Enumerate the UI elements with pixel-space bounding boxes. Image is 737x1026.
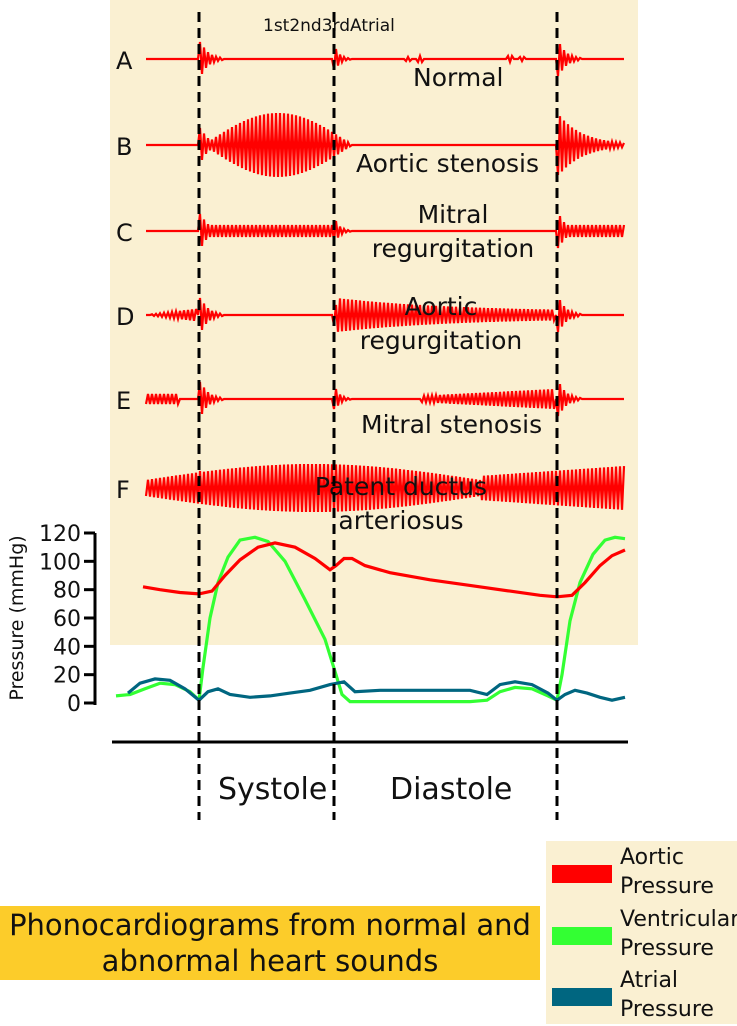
legend-label-atrial: Atrial Pressure <box>620 968 714 1022</box>
y-tick-label-0: 0 <box>67 692 81 717</box>
legend-item-atrial: Atrial Pressure <box>546 966 737 1026</box>
trace-waveform-d <box>146 297 624 333</box>
pressure-y-label: Pressure (mmHg) <box>6 535 28 700</box>
trace-letter-b: B <box>116 133 132 161</box>
trace-letter-a: A <box>116 47 133 75</box>
trace-b: B Aortic stenosis <box>116 112 626 178</box>
legend-label-aortic: Aortic Pressure <box>620 845 714 899</box>
trace-e: E Mitral stenosis <box>116 381 624 439</box>
trace-letter-e: E <box>116 387 131 415</box>
legend-label-ventricular: Ventricular Pressure <box>620 907 737 961</box>
trace-label-e: Mitral stenosis <box>361 410 542 439</box>
trace-label-b: Aortic stenosis <box>356 149 539 178</box>
legend-swatch-ventricular <box>552 927 612 945</box>
y-tick-label-100: 100 <box>39 550 81 575</box>
legend-item-ventricular: Ventricular Pressure <box>546 905 737 965</box>
caption-text: Phonocardiograms from normal and abnorma… <box>9 908 531 978</box>
y-tick-label-120: 120 <box>39 522 81 547</box>
y-tick-label-60: 60 <box>53 607 81 632</box>
heart-sound-header: 1st2nd3rdAtrial <box>263 16 395 36</box>
legend-item-aortic: Aortic Pressure <box>546 843 737 903</box>
trace-waveform-b <box>146 112 626 178</box>
legend: Aortic Pressure Ventricular Pressure Atr… <box>546 841 737 1024</box>
trace-letter-c: C <box>116 219 133 247</box>
y-tick-label-80: 80 <box>53 579 81 604</box>
trace-label-a: Normal <box>413 63 503 92</box>
diastole-label: Diastole <box>390 772 512 807</box>
trace-a: A Normal <box>116 41 624 92</box>
y-tick-label-40: 40 <box>53 635 81 660</box>
trace-letter-f: F <box>116 476 130 504</box>
legend-swatch-atrial <box>552 988 612 1006</box>
trace-waveform-e <box>144 381 624 417</box>
aortic-pressure-curve <box>142 541 626 599</box>
trace-waveform-c <box>146 213 626 249</box>
legend-swatch-aortic <box>552 865 612 883</box>
y-tick-label-20: 20 <box>53 664 81 689</box>
trace-waveform-f <box>144 463 626 513</box>
trace-letter-d: D <box>116 303 134 331</box>
systole-label: Systole <box>218 772 327 807</box>
caption: Phonocardiograms from normal and abnorma… <box>0 906 540 980</box>
trace-waveform-a <box>146 41 624 77</box>
